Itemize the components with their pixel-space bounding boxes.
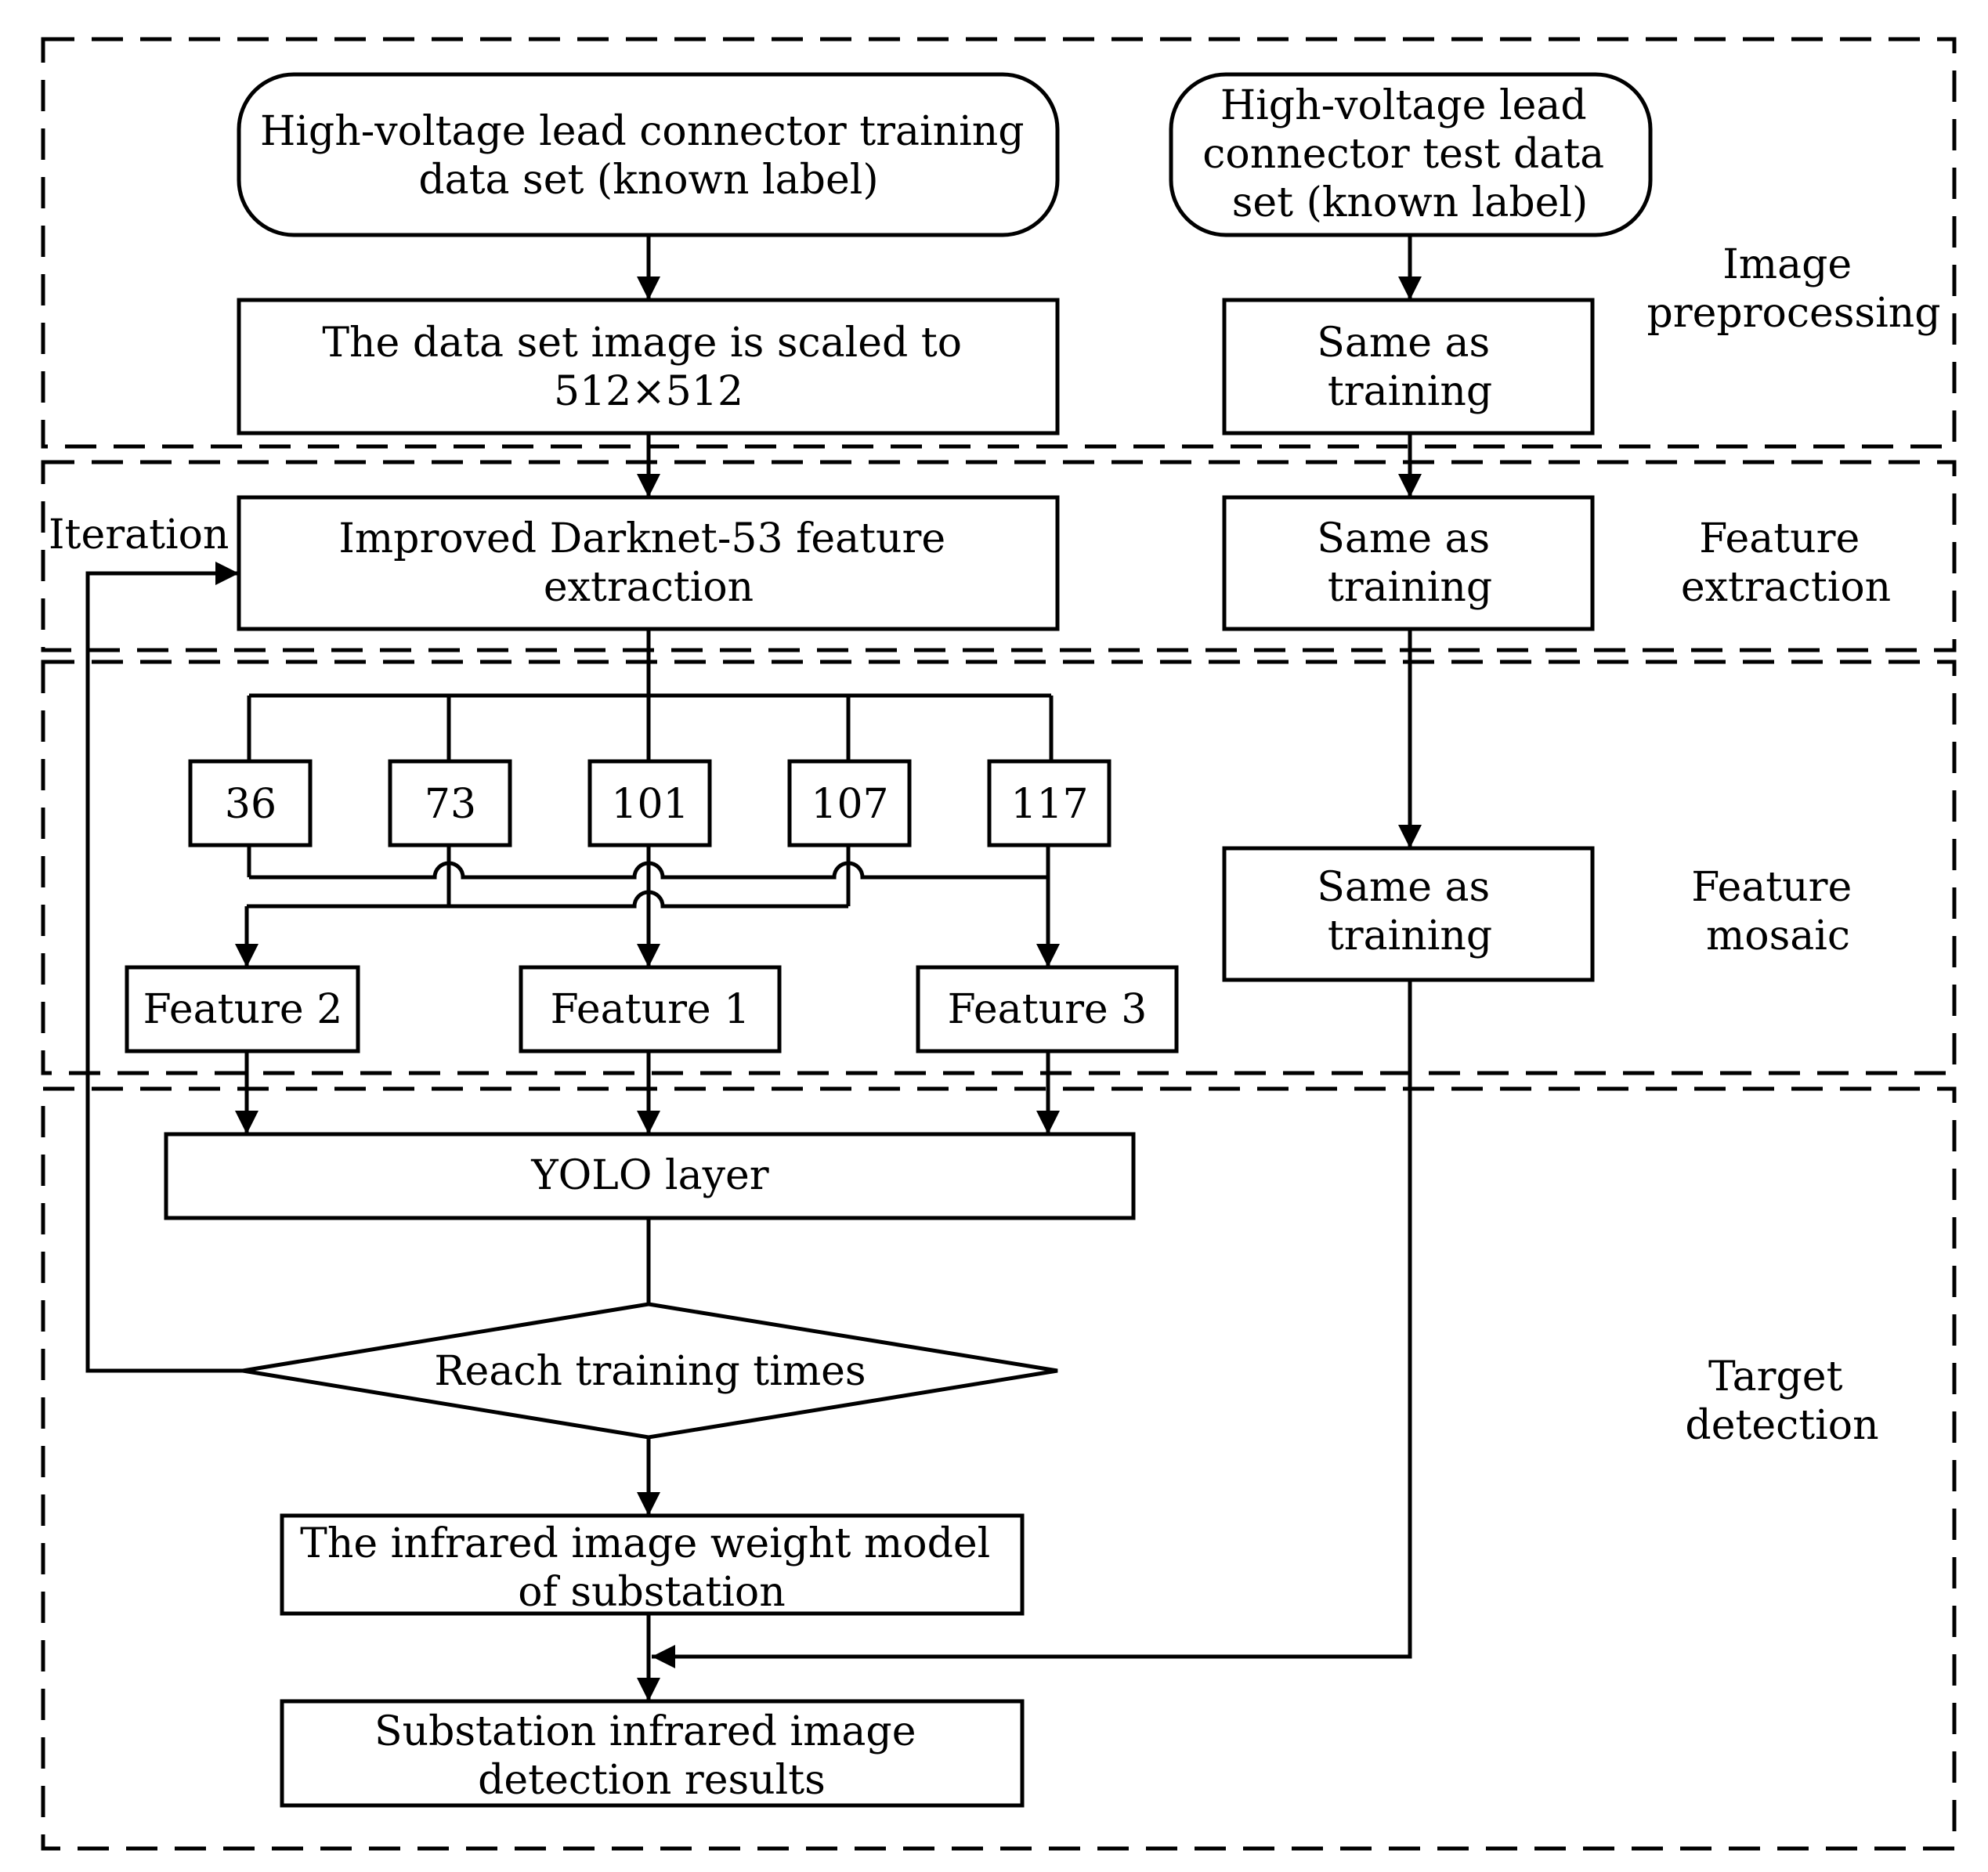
- layer-117-label: 117: [1010, 781, 1088, 828]
- section-label-image-preprocessing: Image preprocessing: [1646, 241, 1940, 337]
- feature-2-label: Feature 2: [143, 986, 343, 1033]
- decision-label: Reach training times: [434, 1348, 866, 1395]
- layer-101-node: [587, 759, 712, 847]
- section-frame-target-detection: [41, 1086, 1957, 1851]
- section-label-target-detection: Target detection: [1685, 1353, 1878, 1449]
- layer-101-label: 101: [611, 781, 689, 828]
- edge-test-mosaic-to-results: [652, 980, 1412, 1668]
- mosaic-line-b: [247, 890, 848, 909]
- yolo-layer-label: YOLO layer: [530, 1152, 768, 1199]
- layer-36-label: 36: [225, 781, 277, 828]
- iteration-label: Iteration: [49, 511, 229, 558]
- test-preprocess-node: [1222, 298, 1595, 435]
- section-frame-image-preprocessing: [41, 37, 1957, 449]
- test-mosaic-node: [1222, 846, 1595, 982]
- yolo-layer-node: [164, 1132, 1136, 1220]
- edge-iteration-loop: [85, 562, 243, 1373]
- layer-117-node: [987, 759, 1111, 847]
- results-node: [280, 1699, 1025, 1808]
- test-mosaic-label: Same as training: [1317, 864, 1502, 959]
- feature-3-label: Feature 3: [948, 986, 1148, 1033]
- section-frame-feature-extraction: [41, 460, 1957, 652]
- layer-73-label: 73: [425, 781, 476, 828]
- test-preprocess-label: Same as training: [1317, 320, 1502, 415]
- scale-step-label: The data set image is scaled to 512×512: [322, 320, 974, 415]
- layer-107-node: [787, 759, 912, 847]
- test-extraction-node: [1222, 495, 1595, 631]
- section-label-feature-mosaic: Feature mosaic: [1691, 864, 1865, 959]
- weight-model-label: The infrared image weight model of subst…: [300, 1520, 1003, 1616]
- layer-107-label: 107: [811, 781, 888, 828]
- layer-36-node: [188, 759, 313, 847]
- section-label-feature-extraction: Feature extraction: [1681, 515, 1891, 611]
- feature-2-node: [125, 965, 360, 1053]
- training-dataset-label: High-voltage lead connector training dat…: [260, 108, 1037, 204]
- feature-1-label: Feature 1: [551, 986, 750, 1033]
- weight-model-node: [280, 1513, 1025, 1616]
- section-frame-feature-mosaic: [41, 660, 1957, 1075]
- test-dataset-label: High-voltage lead connector test data se…: [1202, 82, 1617, 226]
- test-extraction-label: Same as training: [1317, 515, 1502, 611]
- results-label: Substation infrared image detection resu…: [374, 1708, 929, 1804]
- darknet-extraction-label: Improved Darknet-53 feature extraction: [338, 515, 958, 611]
